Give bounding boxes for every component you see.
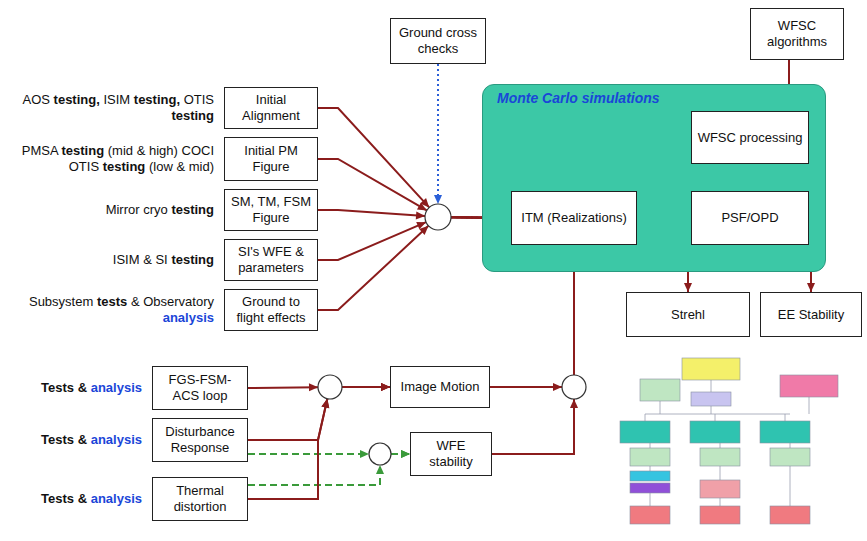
box-label: Ground cross checks	[395, 25, 481, 56]
arrow-head	[416, 211, 425, 219]
connector-line	[492, 245, 574, 454]
summing-junction	[425, 204, 451, 230]
source-label: Tests & analysis	[4, 380, 142, 396]
box-label: Initial PM Figure	[229, 143, 313, 174]
source-label: Tests & analysis	[4, 432, 142, 448]
box-label: FGS-FSM-ACS loop	[157, 372, 243, 403]
summing-junction	[318, 375, 342, 399]
process-box: Initial PM Figure	[224, 137, 318, 181]
process-box: Ground cross checks	[390, 18, 486, 64]
arrow-head	[419, 226, 428, 235]
box-label: SI's WFE & parameters	[229, 244, 313, 275]
process-box: Initial Alignment	[224, 87, 318, 129]
arrow-head	[570, 399, 578, 408]
source-label: ISIM & SI testing	[2, 252, 214, 268]
process-box: Disturbance Response	[152, 418, 248, 462]
summing-junction	[369, 443, 391, 465]
box-label: Initial Alignment	[229, 92, 313, 123]
box-label: WFSC algorithms	[755, 18, 839, 49]
process-box: PSF/OPD	[691, 191, 809, 245]
arrow-head	[321, 399, 329, 409]
thumbnail-boxes	[620, 358, 838, 524]
arrow-head	[434, 195, 442, 204]
source-label: AOS testing, ISIM testing, OTIS testing	[2, 92, 214, 123]
simulation-band: Monte Carlo simulationsWFSC processingIT…	[482, 84, 826, 272]
box-label: SM, TM, FSM Figure	[229, 194, 313, 225]
flow-connector	[492, 245, 578, 454]
flow-connector	[248, 383, 390, 499]
arrow-head	[309, 383, 318, 391]
summing-junction	[562, 375, 586, 399]
process-box: Image Motion	[390, 366, 490, 408]
band-title: Monte Carlo simulations	[497, 91, 660, 106]
arrow-head	[401, 450, 410, 458]
source-label: Subsystem tests & Observatory analysis	[2, 294, 214, 325]
arrow-head	[684, 283, 692, 292]
box-label: Disturbance Response	[157, 424, 243, 455]
box-label: WFE stability	[415, 438, 487, 469]
process-box: WFE stability	[410, 432, 492, 476]
arrow-head	[381, 383, 390, 391]
source-label: Mirror cryo testing	[2, 202, 214, 218]
process-box: SM, TM, FSM Figure	[224, 189, 318, 231]
process-box: EE Stability	[760, 292, 862, 337]
box-label: Strehl	[671, 307, 705, 323]
process-box: Strehl	[626, 292, 750, 337]
arrow-head	[401, 450, 410, 458]
box-label: WFSC processing	[698, 130, 803, 146]
process-box: WFSC algorithms	[750, 8, 844, 60]
arrow-head	[807, 283, 815, 292]
arrow-head	[381, 383, 390, 391]
arrow-head	[381, 383, 390, 391]
process-box: SI's WFE & parameters	[224, 239, 318, 281]
arrow-head	[417, 203, 427, 211]
process-box: Thermal distortion	[152, 477, 248, 521]
arrow-head	[376, 465, 384, 474]
box-label: ITM (Realizations)	[521, 210, 626, 226]
arrow-head	[360, 450, 369, 458]
process-box: ITM (Realizations)	[511, 191, 637, 245]
box-label: Ground to flight effects	[229, 294, 313, 325]
arrow-head	[321, 399, 329, 409]
box-label: EE Stability	[778, 307, 844, 323]
process-box: FGS-FSM-ACS loop	[152, 366, 248, 410]
box-label: Thermal distortion	[157, 483, 243, 514]
process-box: WFSC processing	[691, 111, 809, 164]
connector-line	[248, 387, 390, 499]
box-label: Image Motion	[401, 379, 480, 395]
process-box: Ground to flight effects	[224, 289, 318, 331]
source-label: PMSA testing (mid & high) COCI OTIS test…	[2, 143, 214, 174]
source-label: Tests & analysis	[4, 491, 142, 507]
arrow-head	[553, 383, 562, 391]
box-label: PSF/OPD	[721, 210, 778, 226]
